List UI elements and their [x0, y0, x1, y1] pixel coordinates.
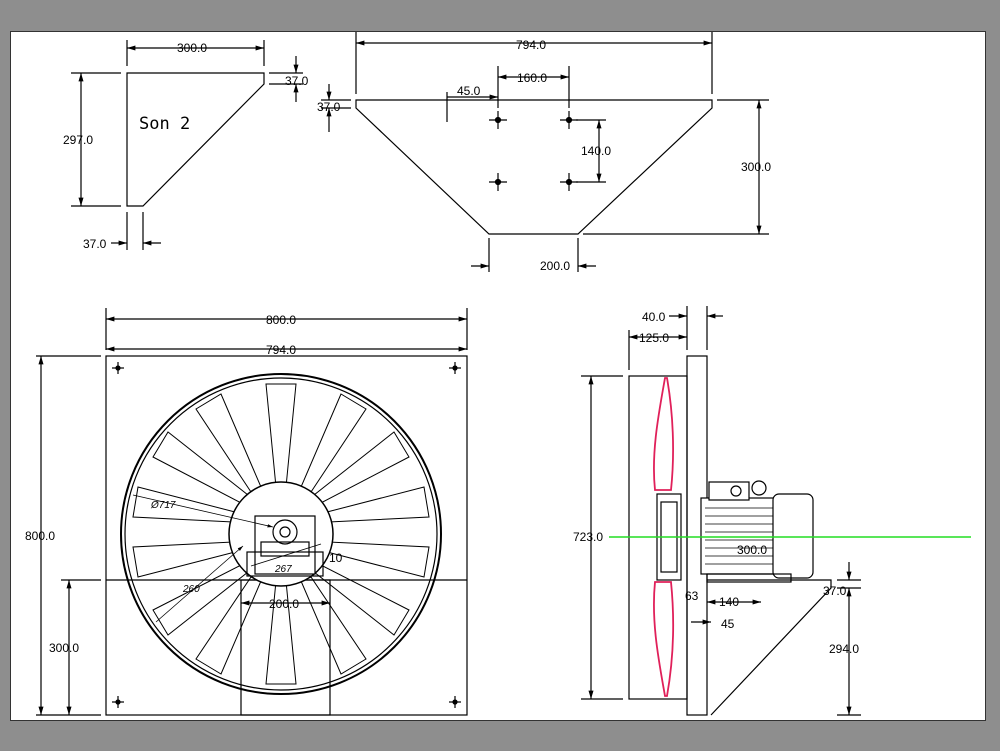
dim-front-hub-a: 260 [182, 584, 200, 595]
dim-side-bracket-h: 294.0 [829, 642, 859, 656]
corner-holes [112, 362, 461, 708]
dim-side-frame: 125.0 [639, 331, 669, 345]
fan-blade-profile [653, 377, 674, 697]
dim-trap-hole-offset: 45.0 [457, 84, 481, 98]
dim-side-corner-h: 37.0 [83, 237, 107, 251]
support-bracket [707, 579, 832, 716]
dim-side-a: 63 [685, 589, 699, 603]
dim-trap-hole-h: 160.0 [517, 71, 547, 85]
dim-front-diameter: Ø717 [150, 500, 176, 511]
dim-side-height: 297.0 [63, 133, 93, 147]
motor-terminal-box [708, 481, 750, 501]
front-view [36, 308, 468, 716]
trapezoid-plate-outline [355, 99, 713, 235]
dim-trap-height: 300.0 [741, 160, 771, 174]
dim-trap-bottom: 200.0 [540, 259, 570, 273]
dim-front-outer-width: 800.0 [266, 313, 296, 327]
dim-front-lower: 300.0 [49, 641, 79, 655]
dim-side-plate: 40.0 [642, 310, 666, 324]
dim-trap-top: 794.0 [516, 38, 546, 52]
mounting-holes [489, 111, 578, 191]
dim-front-inner-width: 794.0 [266, 343, 296, 357]
dim-side-blade: 723.0 [573, 530, 603, 544]
motor-mount [254, 515, 316, 575]
dim-trap-left-v: 37.0 [317, 100, 341, 114]
dim-side-c: 45 [721, 617, 735, 631]
dim-side-b: 140 [719, 595, 739, 609]
fan-ring [120, 373, 442, 695]
dim-front-base: 200.0 [269, 597, 299, 611]
dim-trap-hole-v: 140.0 [581, 144, 611, 158]
dim-side-corner-v: 37.0 [285, 74, 309, 88]
drawing-sheet: Son 2 300.0 297.0 37.0 37.0 794.0 37.0 [10, 31, 986, 721]
dim-front-height: 800.0 [25, 529, 55, 543]
dim-side-bracket-v: 37.0 [823, 584, 847, 598]
side-plate-label: Son 2 [139, 114, 190, 134]
dim-side-top: 300.0 [177, 41, 207, 55]
side-plate-view [71, 40, 303, 250]
motor-endcap [772, 493, 814, 579]
dim-front-hub-b: 267 [274, 564, 292, 575]
side-plate-outline [126, 72, 265, 207]
side-view [581, 306, 861, 716]
trapezoid-plate-view [321, 32, 769, 272]
dim-side-motor: 300.0 [737, 543, 767, 557]
dim-front-hub-c: 10 [329, 551, 343, 565]
cad-drawing: Son 2 300.0 297.0 37.0 37.0 794.0 37.0 [25, 32, 971, 716]
